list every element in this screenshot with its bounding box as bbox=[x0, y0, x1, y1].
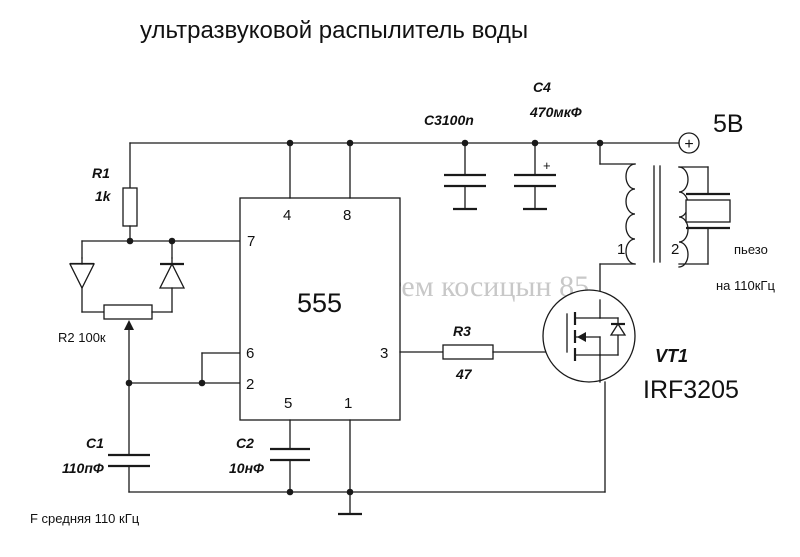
r3-value: 47 bbox=[455, 366, 473, 382]
mosfet-vt1 bbox=[542, 289, 636, 383]
c3-label: C3100n bbox=[424, 112, 474, 128]
transformer-winding-2 bbox=[678, 166, 689, 268]
trigger-threshold-wire bbox=[128, 352, 241, 456]
piezo-frequency-label: на 110кГц bbox=[716, 278, 775, 293]
supply-voltage-label: 5В bbox=[713, 110, 744, 138]
junction-dot bbox=[198, 379, 206, 387]
junction-dot bbox=[168, 237, 176, 245]
c2-ref: C2 bbox=[236, 435, 254, 451]
c4-value: 470мкФ bbox=[529, 104, 582, 120]
capacitor-c4 bbox=[514, 142, 556, 211]
r2-label: R2 100к bbox=[58, 330, 106, 345]
piezo-element bbox=[678, 166, 731, 265]
junction-dot bbox=[346, 488, 354, 496]
pin-3-label: 3 bbox=[380, 345, 388, 362]
ic-label: 555 bbox=[297, 288, 342, 318]
pin-6-label: 6 bbox=[246, 345, 254, 362]
c4-polarity: + bbox=[543, 158, 551, 173]
pin-5-label: 5 bbox=[284, 395, 292, 412]
r1-value: 1k bbox=[95, 188, 112, 204]
supply-rail-wire bbox=[129, 142, 679, 189]
r1-ref: R1 bbox=[92, 165, 110, 181]
winding-2-label: 2 bbox=[671, 241, 679, 258]
capacitor-c3 bbox=[444, 142, 486, 211]
capacitor-c2 bbox=[270, 419, 310, 493]
diode-right bbox=[158, 257, 186, 313]
r3-ref: R3 bbox=[453, 323, 471, 339]
diagram-title: ультразвуковой распылитель воды bbox=[140, 17, 528, 44]
winding-1-label: 1 bbox=[617, 241, 625, 258]
resistor-r3 bbox=[399, 344, 568, 360]
c4-ref: C4 bbox=[533, 79, 551, 95]
piezo-label: пьезо bbox=[734, 242, 768, 257]
pin-7-label: 7 bbox=[247, 233, 255, 250]
vt1-ref: VT1 bbox=[655, 346, 688, 366]
c1-ref: C1 bbox=[86, 435, 104, 451]
potentiometer-r2 bbox=[81, 304, 173, 384]
junction-dot bbox=[126, 237, 134, 245]
pin-8-label: 8 bbox=[343, 207, 351, 224]
frequency-note: F средняя 110 кГц bbox=[30, 511, 140, 526]
supply-terminal: + bbox=[678, 132, 700, 154]
c2-value: 10нФ bbox=[229, 460, 264, 476]
ic-555 bbox=[239, 197, 401, 421]
diode-left bbox=[68, 257, 96, 313]
vt1-part: IRF3205 bbox=[643, 376, 739, 404]
transformer-core bbox=[653, 165, 661, 263]
pin-4-label: 4 bbox=[283, 207, 291, 224]
capacitor-c1 bbox=[108, 453, 150, 493]
c1-value: 110пФ bbox=[62, 460, 104, 476]
junction-dot bbox=[286, 488, 294, 496]
pin7-node-wire bbox=[81, 240, 241, 259]
transformer-primary-wire bbox=[599, 142, 636, 301]
pin-1-label: 1 bbox=[344, 395, 352, 412]
ground-rail-wire bbox=[128, 491, 606, 515]
plus-symbol: + bbox=[684, 136, 693, 153]
resistor-r1 bbox=[122, 187, 138, 227]
pin-2-label: 2 bbox=[246, 376, 254, 393]
pin4-pin8-wire bbox=[289, 142, 351, 199]
transformer-winding-1 bbox=[625, 163, 636, 265]
junction-dot bbox=[125, 379, 133, 387]
